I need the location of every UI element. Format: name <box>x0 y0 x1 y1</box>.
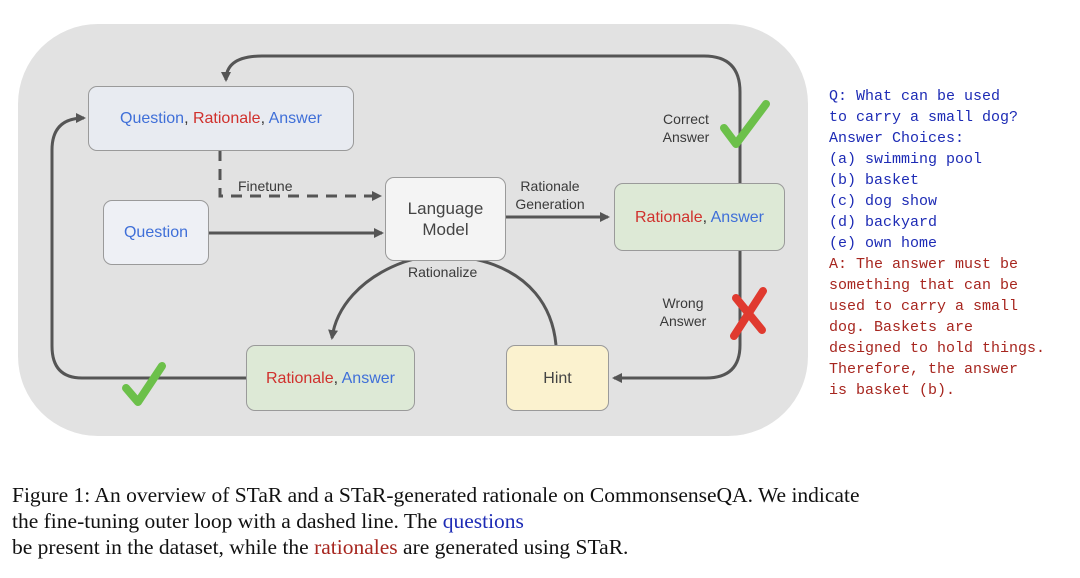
question-box: Question <box>103 200 209 265</box>
caption-line: Figure 1: An overview of STaR and a STaR… <box>12 483 860 507</box>
wrong-label-line1: Wrong <box>662 295 704 311</box>
rationalized-answer-box: Rationale, Answer <box>246 345 415 411</box>
check-icon <box>720 100 770 148</box>
question-text: Question <box>123 224 189 241</box>
rationale-generation-line2: Generation <box>515 196 585 212</box>
example-line: designed to hold things. <box>829 340 1046 357</box>
example-question: Q: What can be used to carry a small dog?… <box>829 86 1045 254</box>
example-line: (e) own home <box>829 235 938 252</box>
example-line: Answer Choices: <box>829 130 965 147</box>
correct-loop-arrow <box>221 54 742 183</box>
caption-line: the fine-tuning outer loop with a dashed… <box>12 508 1074 534</box>
answer-text: Answer <box>268 110 322 127</box>
rationalize-label-text: Rationalize <box>408 264 478 280</box>
hint-box: Hint <box>506 345 609 411</box>
rationalize-label: Rationalize <box>408 263 477 281</box>
example-line: (c) dog show <box>829 193 938 210</box>
language-model-line2: Model <box>422 220 469 239</box>
finetune-label: Finetune <box>238 177 292 195</box>
rationale-text: Rationale <box>192 110 261 127</box>
finetune-label-text: Finetune <box>238 178 293 194</box>
rationale-text: Rationale <box>635 208 703 226</box>
check-icon <box>122 362 166 406</box>
example-line: used to carry a small <box>829 298 1019 315</box>
wrong-path-arrow <box>612 251 742 383</box>
comma: , <box>333 369 342 387</box>
wrong-label-line2: Answer <box>659 313 707 329</box>
rationale-answer-box: Rationale, Answer <box>614 183 785 251</box>
example-line: is basket (b). <box>829 382 956 399</box>
comma: , <box>260 110 269 127</box>
caption-text: the fine-tuning outer loop with a dashed… <box>12 509 443 533</box>
example-line: Therefore, the answer <box>829 361 1019 378</box>
language-model-line1: Language <box>407 199 484 218</box>
example-qa: Q: What can be used to carry a small dog?… <box>829 86 1045 401</box>
caption-line: be present in the dataset, while the rat… <box>12 534 1074 560</box>
answer-text: Answer <box>710 208 764 226</box>
hint-text: Hint <box>543 369 572 387</box>
example-line: (d) backyard <box>829 214 938 231</box>
example-line: to carry a small dog? <box>829 109 1019 126</box>
example-line: dog. Baskets are <box>829 319 974 336</box>
example-line: A: The answer must be <box>829 256 1019 273</box>
figure-caption: Figure 1: An overview of STaR and a STaR… <box>12 482 1074 560</box>
correct-label-line2: Answer <box>662 129 710 145</box>
example-line: (b) basket <box>829 172 920 189</box>
top-qra-box: Question, Rationale, Answer <box>88 86 354 151</box>
caption-rationales-text: rationales <box>314 535 398 559</box>
caption-questions-text: questions <box>442 509 524 533</box>
caption-text: are generated using STaR. <box>397 535 629 559</box>
example-line: something that can be <box>829 277 1019 294</box>
correct-label-line1: Correct <box>663 111 709 127</box>
caption-text: be present in the dataset, while the <box>12 535 315 559</box>
question-text: Question <box>120 110 185 127</box>
rationale-text: Rationale <box>266 369 334 387</box>
cross-icon <box>730 287 767 340</box>
comma: , <box>184 110 193 127</box>
example-line: Q: What can be used <box>829 88 1001 105</box>
outer-loop-arrow <box>50 113 246 380</box>
comma: , <box>702 208 711 226</box>
rationale-generation-line1: Rationale <box>520 178 580 194</box>
example-line: (a) swimming pool <box>829 151 983 168</box>
example-answer: A: The answer must be something that can … <box>829 254 1045 401</box>
answer-text: Answer <box>341 369 395 387</box>
finetune-arrow <box>218 150 382 201</box>
